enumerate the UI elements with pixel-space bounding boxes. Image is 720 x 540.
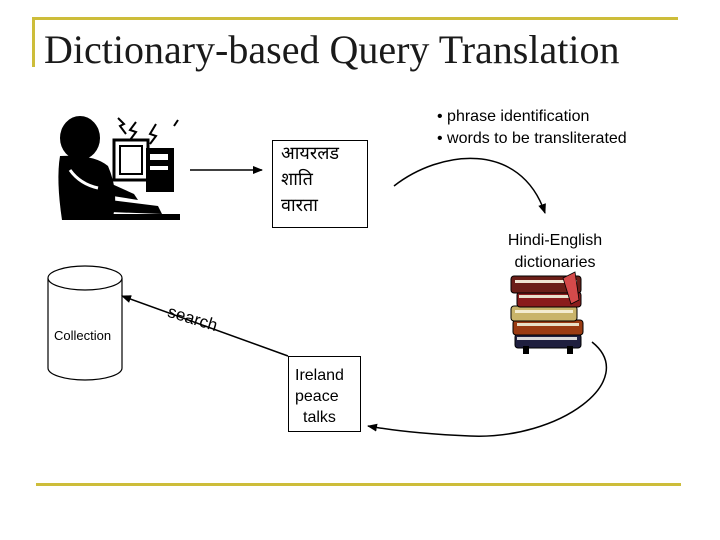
bullet-transliteration: • words to be transliterated [437, 130, 627, 147]
hindi-query-box: आयरलड शाति वारता [272, 140, 368, 228]
english-query-box: Ireland peace talks [288, 356, 361, 432]
dictionary-label: Hindi-English dictionaries [490, 230, 620, 274]
page-title: Dictionary-based Query Translation [44, 27, 620, 72]
arrow-search-to-collection [121, 295, 289, 357]
hindi-query-word-3: वारता [281, 195, 318, 216]
title-rule-left [32, 17, 35, 67]
arrow-dictionaries-to-english [367, 341, 608, 437]
collection-label: Collection [54, 328, 112, 343]
arrow-query-to-dictionaries [393, 157, 546, 214]
processing-steps-list: • phrase identification • words to be tr… [437, 106, 627, 150]
hindi-query-word-1: आयरलड [281, 143, 340, 164]
user-at-computer-icon [58, 116, 180, 220]
hindi-query-word-2: शाति [281, 169, 313, 190]
english-query-word-1: Ireland [295, 367, 344, 384]
dictionary-label-line-1: Hindi-English [507, 232, 603, 249]
database-cylinder-icon [47, 265, 123, 381]
footer-rule [36, 483, 681, 486]
bullet-phrase-identification: • phrase identification [437, 108, 590, 125]
title-rule-top [32, 17, 678, 20]
dictionary-label-line-2: dictionaries [514, 254, 596, 271]
english-query-word-2: peace [295, 388, 339, 405]
english-query-word-3: talks [303, 409, 336, 426]
books-stack-icon [510, 271, 584, 354]
